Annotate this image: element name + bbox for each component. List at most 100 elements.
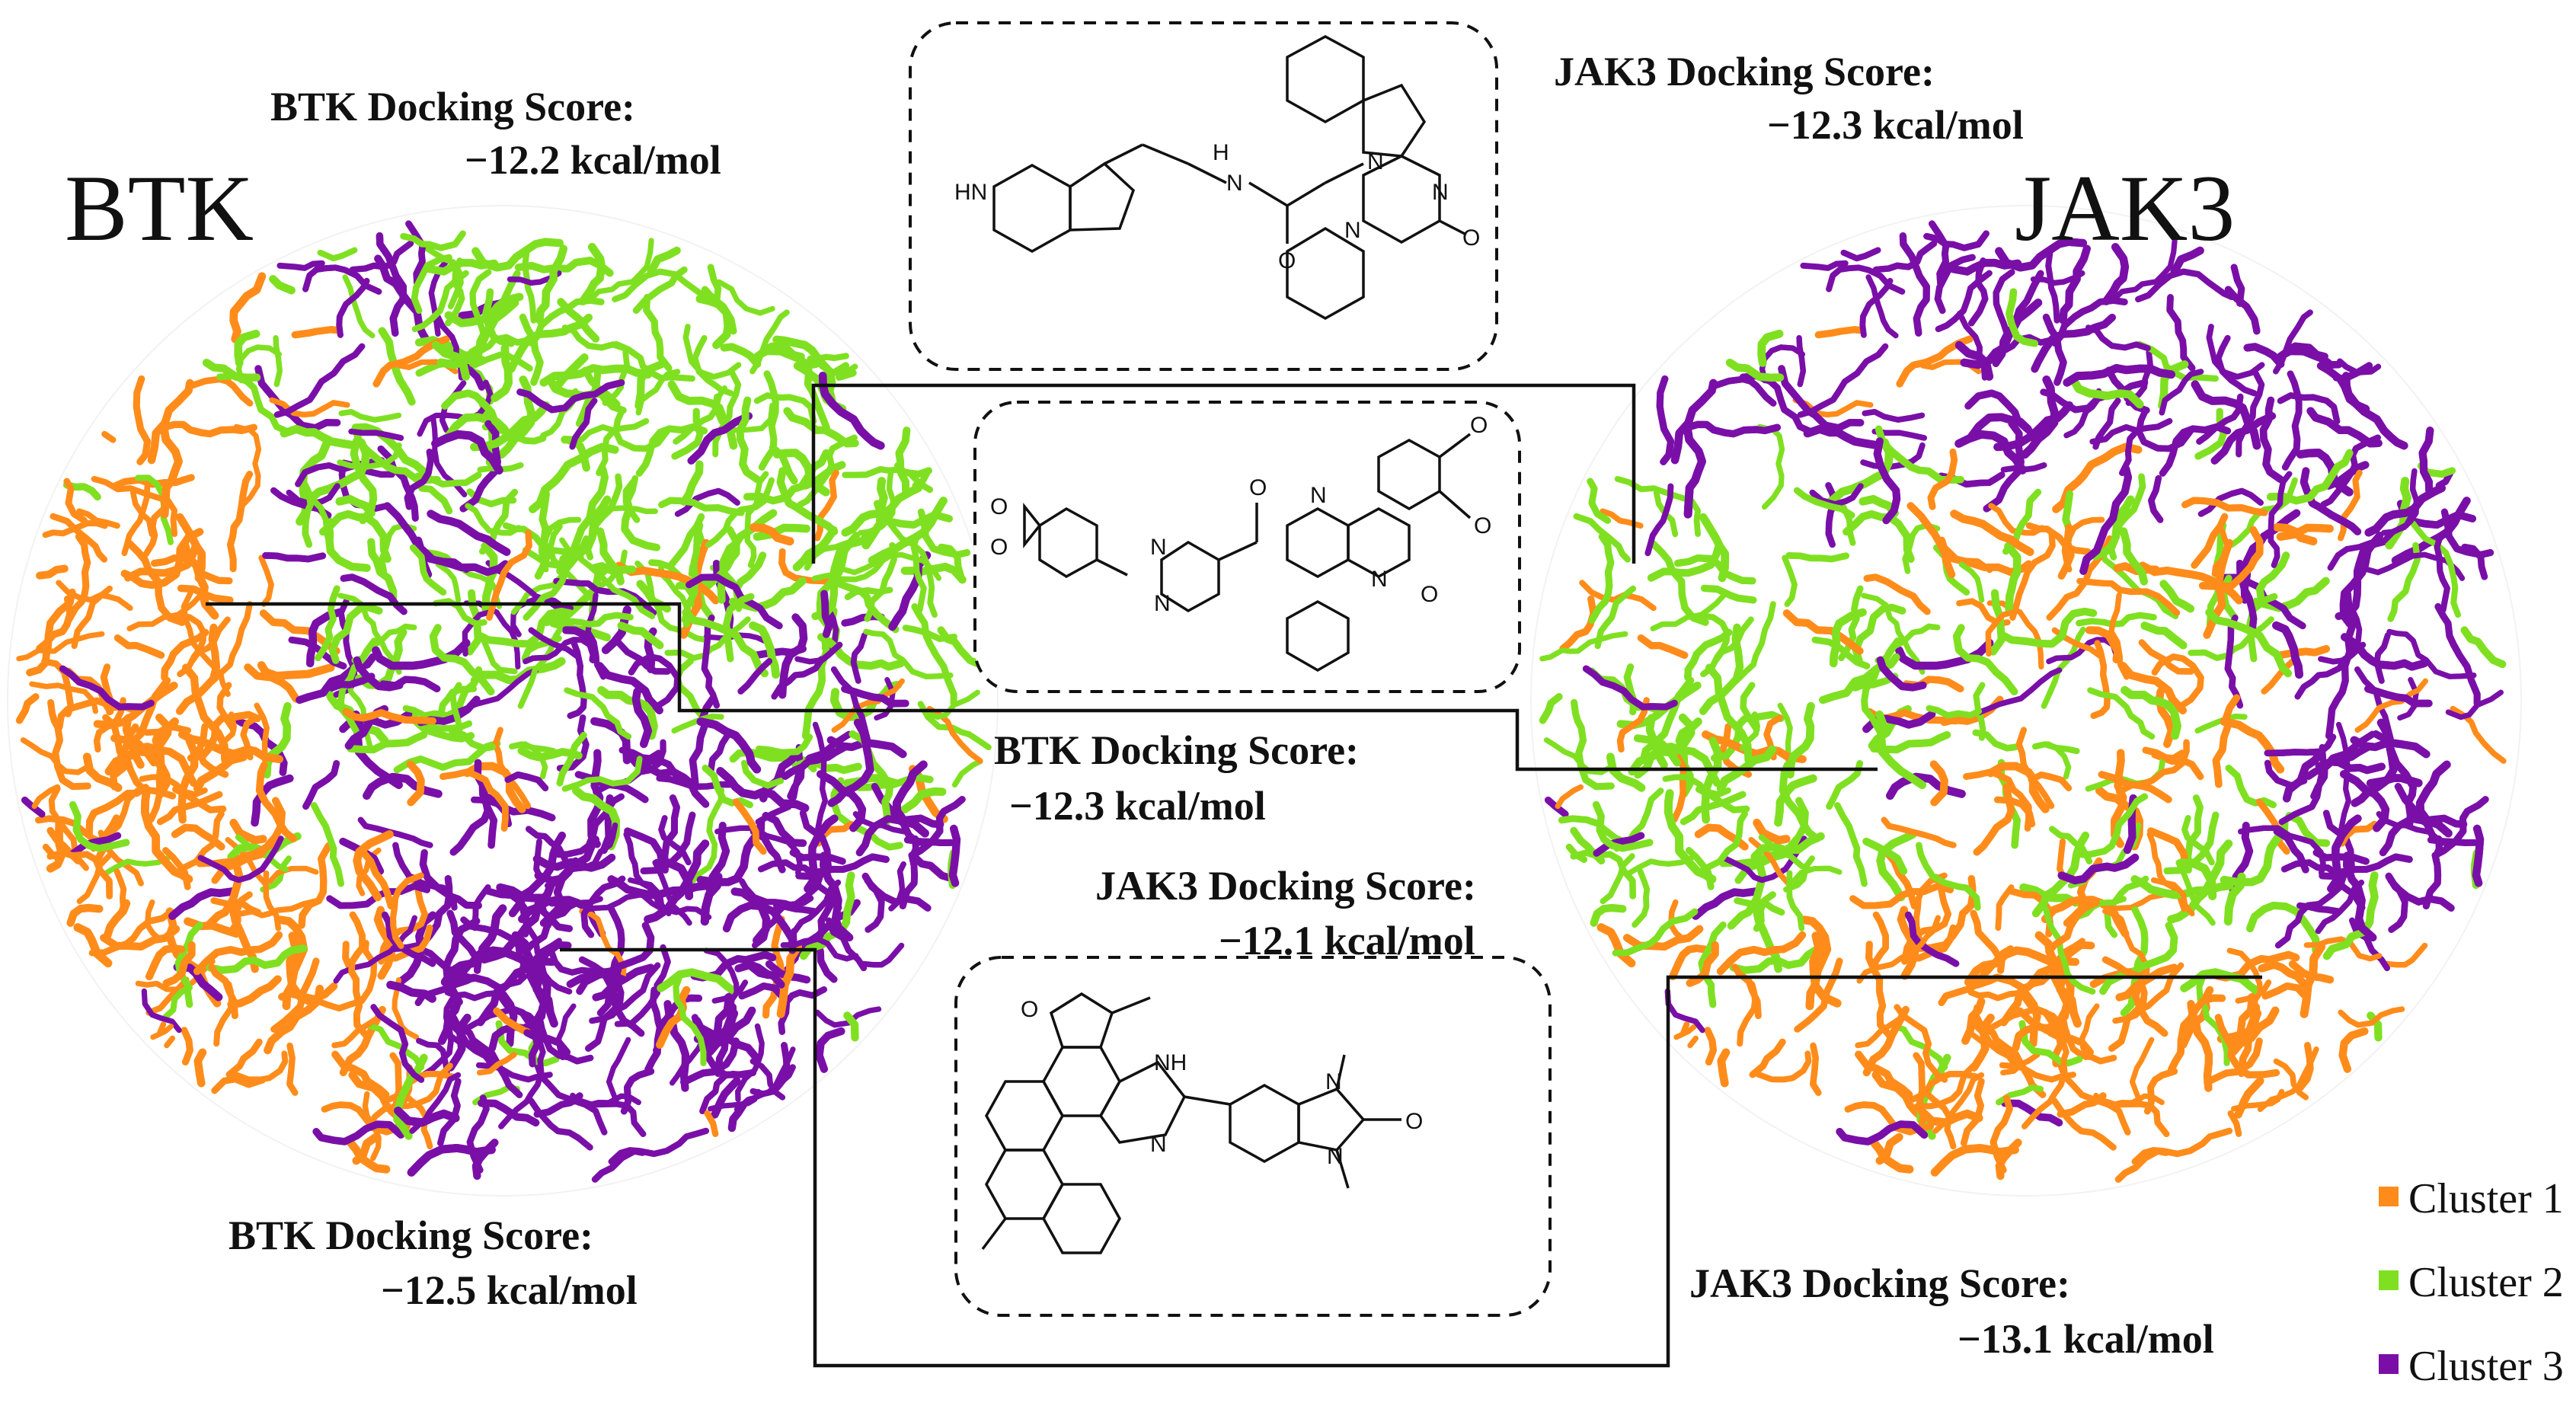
tree-branch xyxy=(2022,990,2041,1048)
tree-branch xyxy=(526,826,570,864)
tree-branch xyxy=(1756,423,1785,510)
tree-branch xyxy=(2315,758,2386,775)
atom-label: N xyxy=(1344,218,1361,243)
tree-branch xyxy=(1899,232,1930,337)
tree-branch xyxy=(705,477,775,548)
tree-branch xyxy=(498,995,541,1068)
tree-branch xyxy=(2087,1097,2170,1137)
tree-branch xyxy=(1862,1005,1910,1077)
tree-branch xyxy=(478,904,507,954)
tree-branch xyxy=(449,783,492,856)
tree-branch xyxy=(1758,834,1813,873)
tree-branch xyxy=(303,438,370,506)
bond-ring xyxy=(1049,992,1114,1049)
tree-branch xyxy=(2261,982,2308,1000)
tree-branch xyxy=(1644,483,1674,557)
tree-branch xyxy=(1606,752,1646,792)
tree-branch xyxy=(2415,760,2453,838)
tree-branch xyxy=(1683,426,1706,519)
tree-branch xyxy=(2188,616,2274,661)
tree-branch xyxy=(273,335,283,388)
tree-branch xyxy=(722,901,797,954)
tree-branch xyxy=(2000,607,2098,648)
tree-branch xyxy=(2136,407,2194,452)
tree-branch xyxy=(2092,398,2121,450)
tree-branch xyxy=(2226,947,2263,1030)
tree-branch xyxy=(2076,612,2157,628)
score-title: JAK3 Docking Score: xyxy=(1095,863,1476,909)
tree-branch xyxy=(1865,274,1899,339)
tree-branch xyxy=(2000,1052,2041,1076)
tree-branch xyxy=(1825,482,1838,548)
tree-branch xyxy=(319,510,392,563)
tree-branch xyxy=(614,944,671,1027)
tree-branch xyxy=(152,717,179,798)
tree-branch xyxy=(88,908,175,957)
tree-branch xyxy=(2339,532,2384,628)
tree-branch xyxy=(31,784,61,810)
bond xyxy=(1248,181,1288,207)
docking-score-jak3-mid: JAK3 Docking Score: −12.1 kcal/mol xyxy=(1095,863,1476,963)
tree-branch xyxy=(2021,375,2059,459)
tree-branch xyxy=(584,473,623,561)
molecule-top-frame xyxy=(909,21,1498,371)
tree-branch xyxy=(861,872,932,912)
tree-branch xyxy=(187,375,254,407)
tree-branch xyxy=(466,1094,490,1174)
bond-ring xyxy=(1347,507,1411,578)
tree-branch xyxy=(404,448,435,510)
tree-branch xyxy=(1862,837,1908,875)
tree-branch xyxy=(2383,942,2428,968)
tree-branch xyxy=(1759,344,1805,384)
tree-branch xyxy=(1573,513,1632,563)
tree-branch xyxy=(1995,884,2015,931)
tree-branch xyxy=(1797,343,1889,418)
tree-branch xyxy=(1703,810,1748,871)
atom-label: O xyxy=(1474,513,1491,538)
docking-score-btk-bottom: BTK Docking Score: −12.5 kcal/mol xyxy=(229,1213,638,1313)
jak3-panel-title: JAK3 xyxy=(2015,156,2235,260)
tree-branch xyxy=(328,673,376,692)
tree-branch xyxy=(2042,313,2067,386)
tree-branch xyxy=(1843,510,1915,563)
tree-branch xyxy=(2041,626,2086,709)
bond xyxy=(1286,181,1326,207)
tree-branch xyxy=(2009,529,2056,621)
tree-branch xyxy=(2166,294,2196,372)
tree-branch xyxy=(635,423,708,477)
tree-branch xyxy=(1985,609,2016,657)
tree-branch xyxy=(2079,465,2133,575)
atom-label: O xyxy=(1421,582,1438,607)
tree-branch xyxy=(1587,478,1612,524)
tree-branch xyxy=(596,417,650,476)
bond-ring xyxy=(1098,1060,1187,1144)
tree-branch xyxy=(811,536,869,621)
tree-branch xyxy=(441,389,516,444)
tree-branch xyxy=(691,1014,757,1078)
tree-branch xyxy=(1861,593,1926,675)
tree-branch xyxy=(431,430,503,474)
tree-branch xyxy=(1829,608,1867,668)
tree-branch xyxy=(737,658,773,695)
tree-branch xyxy=(2460,626,2507,669)
tree-branch xyxy=(609,979,645,1037)
tree-branch xyxy=(634,560,709,644)
tree-branch xyxy=(267,865,319,884)
tree-branch xyxy=(1968,257,1989,327)
tree-branch xyxy=(612,268,711,302)
tree-branch xyxy=(2163,811,2220,874)
tree-branch xyxy=(481,638,518,675)
legend-label: Cluster 3 xyxy=(2408,1343,2564,1390)
tree-branch xyxy=(427,510,511,556)
tree-branch xyxy=(753,392,817,425)
tree-branch xyxy=(791,879,842,935)
tree-branch xyxy=(1863,574,1931,615)
tree-branch xyxy=(734,960,785,989)
tree-branch xyxy=(552,612,634,628)
tree-branch xyxy=(740,759,785,789)
tree-branch xyxy=(2021,1037,2069,1129)
tree-branch xyxy=(1711,375,1777,407)
tree-branch xyxy=(693,1009,739,1043)
tree-branch xyxy=(436,298,519,369)
tree-branch xyxy=(778,548,837,586)
